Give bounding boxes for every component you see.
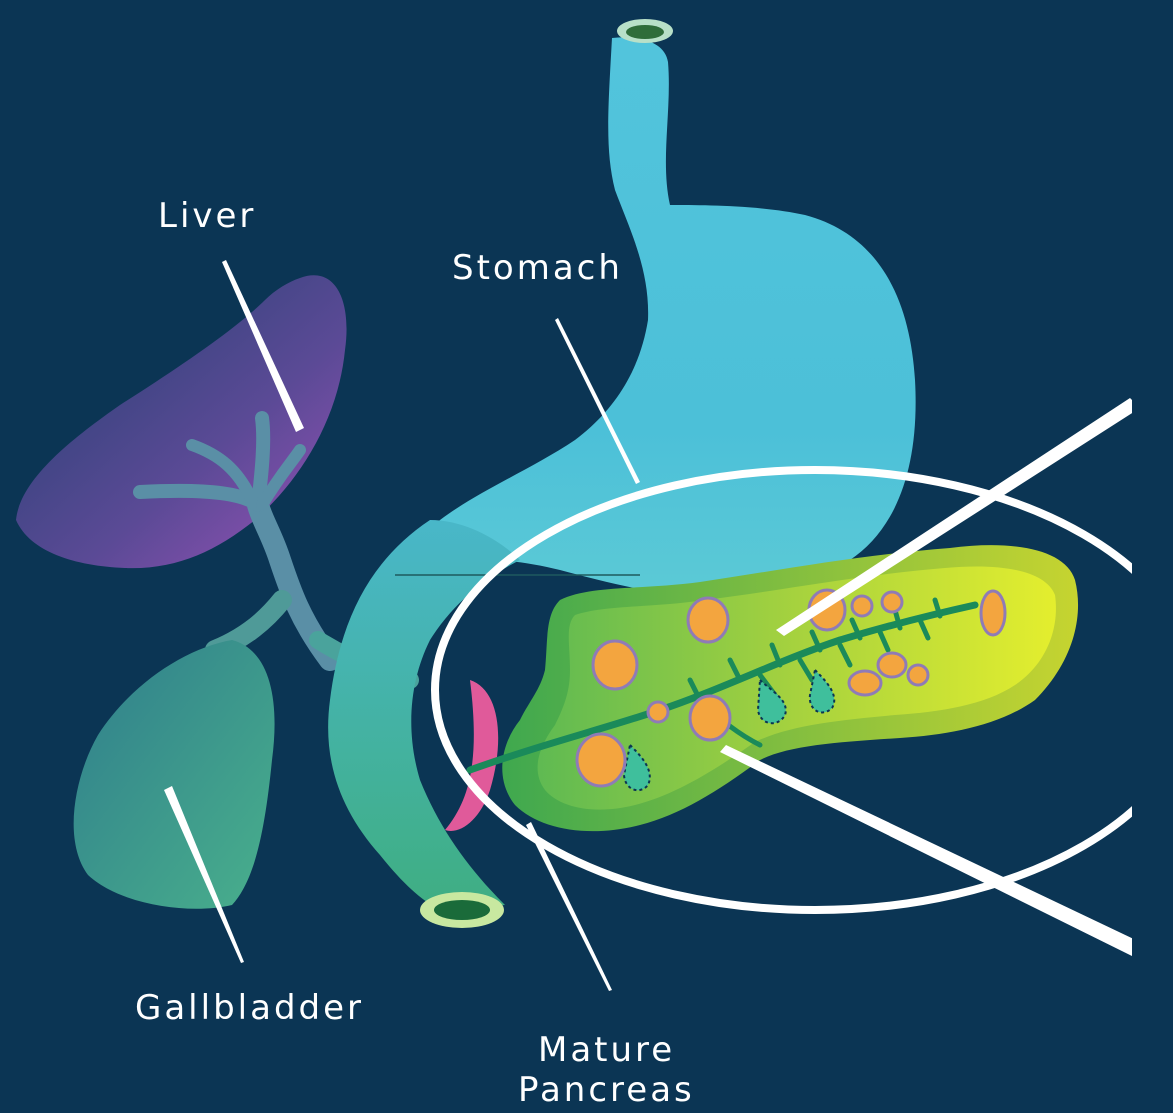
- label-pancreas-line1: Mature: [538, 1030, 675, 1070]
- gallbladder-shape: [74, 640, 275, 909]
- label-liver: Liver: [158, 196, 256, 236]
- label-pancreas-line2: Pancreas: [518, 1070, 695, 1110]
- right-edge-panel: [1132, 0, 1173, 1113]
- stomach-shape: [399, 37, 915, 598]
- label-gallbladder: Gallbladder: [135, 988, 364, 1028]
- pancreas-shape: [502, 545, 1078, 831]
- label-stomach: Stomach: [452, 248, 623, 288]
- pancreas-pointer: [526, 822, 612, 991]
